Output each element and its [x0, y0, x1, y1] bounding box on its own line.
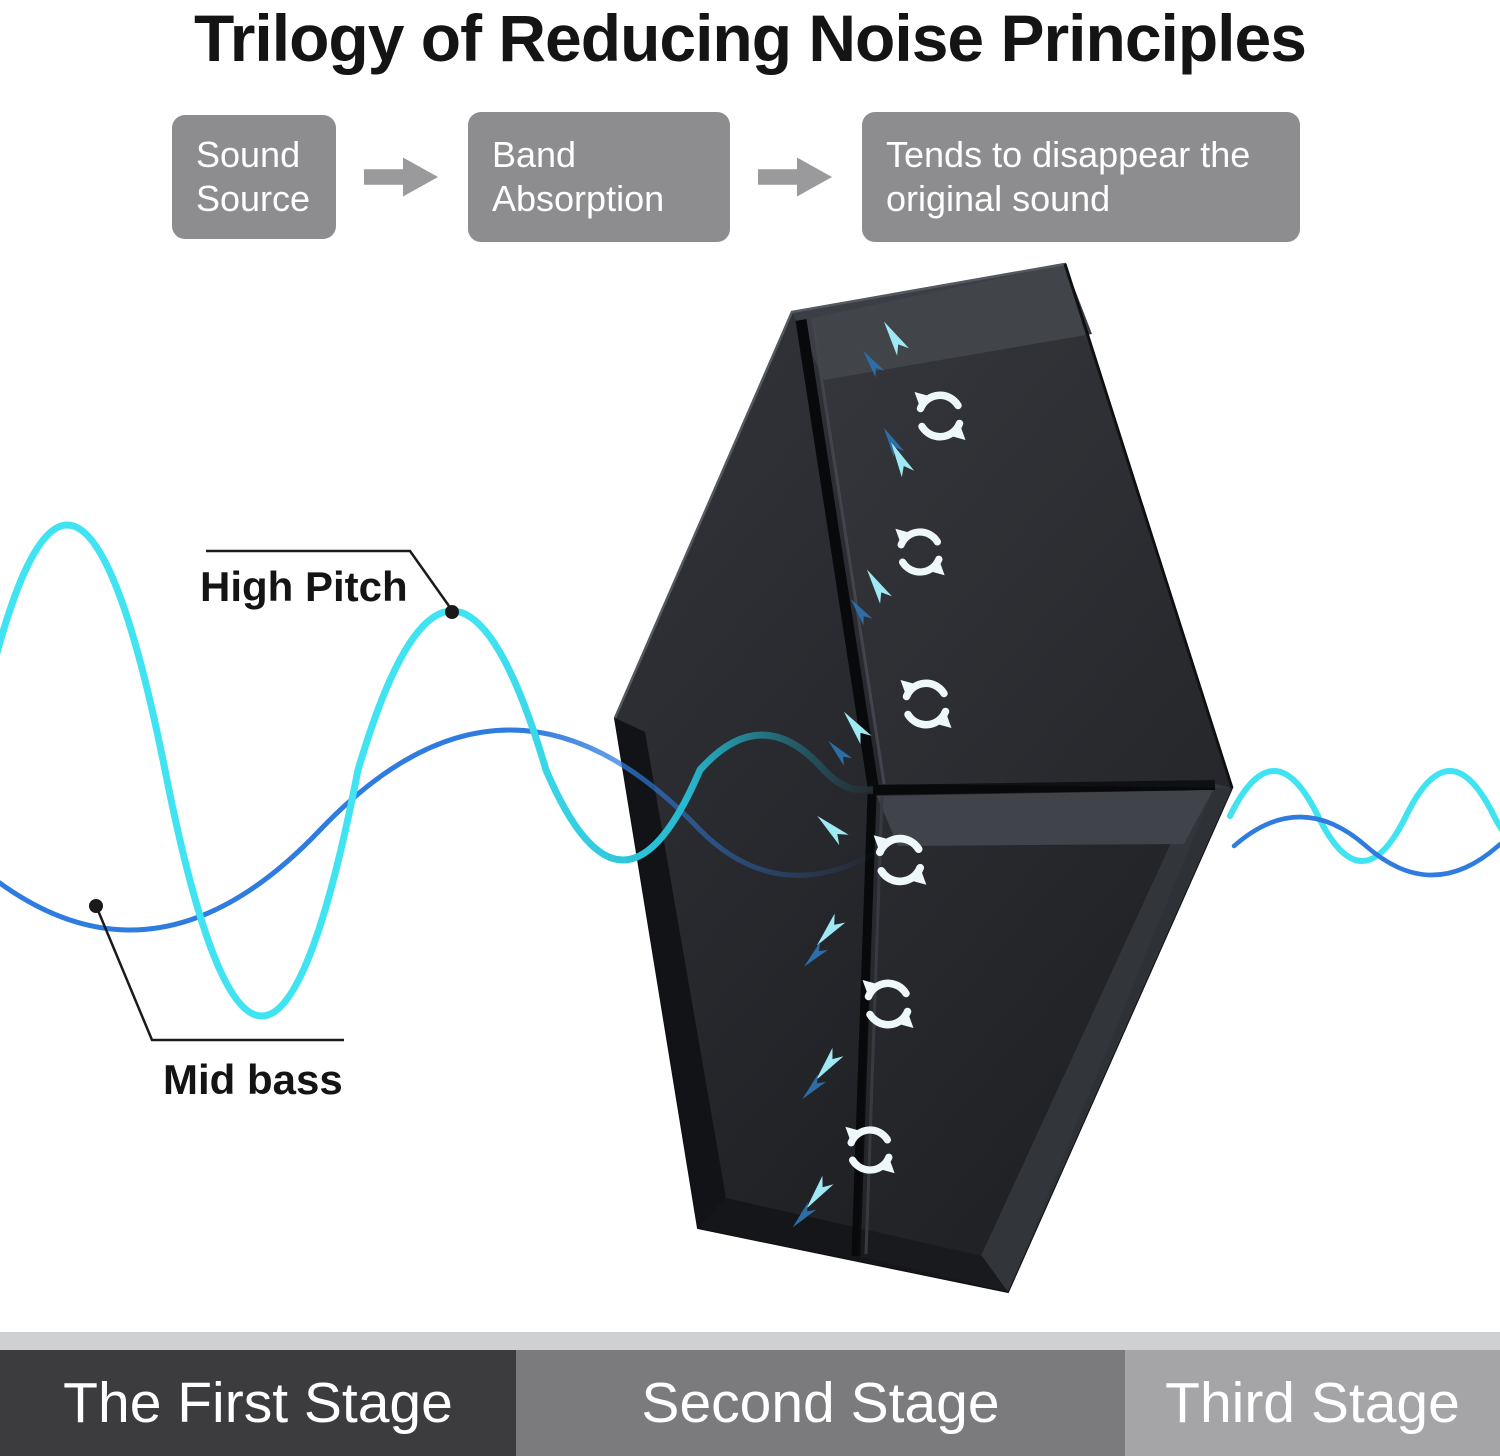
flow-step-disappear-sound: Tends to disappear the original sound	[862, 112, 1300, 242]
page-title: Trilogy of Reducing Noise Principles	[194, 1, 1307, 75]
panel-seam-top	[795, 319, 879, 787]
flow-arrow-icon	[758, 157, 833, 197]
flow-step-label: Sound Source	[196, 134, 311, 219]
panel-seam-top-highlight	[810, 317, 886, 785]
sound-waves	[0, 521, 1500, 1020]
flow-step-sound-source: Sound Source	[172, 115, 336, 239]
stage-first: The First Stage	[0, 1350, 516, 1456]
panel-seam-bottom	[851, 793, 877, 1257]
panel-top-bevel	[792, 264, 1092, 380]
flow-step-label: Tends to disappear the original sound	[886, 134, 1251, 219]
stage-second: Second Stage	[516, 1350, 1125, 1456]
callout-dot	[445, 605, 459, 619]
panel-right-edge	[1063, 263, 1234, 789]
stage-label: The First Stage	[63, 1371, 453, 1435]
panel-face-sheen-upper	[812, 264, 1232, 788]
mid-bass-label: Mid bass	[163, 1056, 343, 1103]
mid-bass-exit-wave	[1231, 814, 1500, 878]
mid-bass-wave	[0, 727, 873, 933]
process-flow: Sound Source Band Absorption Tends to di…	[172, 112, 1300, 242]
mid-bass-callout-line	[95, 907, 344, 1042]
stage-bar-row: The First Stage Second Stage Third Stage	[0, 1350, 1500, 1456]
callout-lines	[95, 549, 451, 1042]
stage-label: Third Stage	[1165, 1371, 1460, 1435]
callout-dot	[89, 899, 103, 913]
flow-step-label: Band Absorption	[492, 134, 665, 219]
high-pitch-exit-wave	[1227, 768, 1500, 864]
panel-seam-middle-bevel	[877, 790, 1213, 846]
high-pitch-label: High Pitch	[200, 563, 408, 610]
stage-bar: The First Stage Second Stage Third Stage	[0, 1332, 1500, 1456]
stage-third: Third Stage	[1124, 1350, 1500, 1456]
panel-face-sheen-lower	[858, 790, 1213, 1292]
high-pitch-wave	[0, 521, 884, 1020]
stage-label: Second Stage	[641, 1371, 1000, 1435]
acoustic-panel	[613, 262, 1234, 1294]
panel-bottom-right-bevel	[980, 780, 1232, 1292]
panel-edge-highlight	[613, 262, 1066, 719]
stage-bar-strip	[0, 1332, 1500, 1350]
high-pitch-callout-line	[206, 549, 451, 607]
flow-arrow-icon	[364, 157, 439, 197]
flow-step-band-absorption: Band Absorption	[468, 112, 730, 242]
panel-left-bevel	[615, 718, 726, 1228]
panel-seam-middle	[872, 780, 1216, 795]
